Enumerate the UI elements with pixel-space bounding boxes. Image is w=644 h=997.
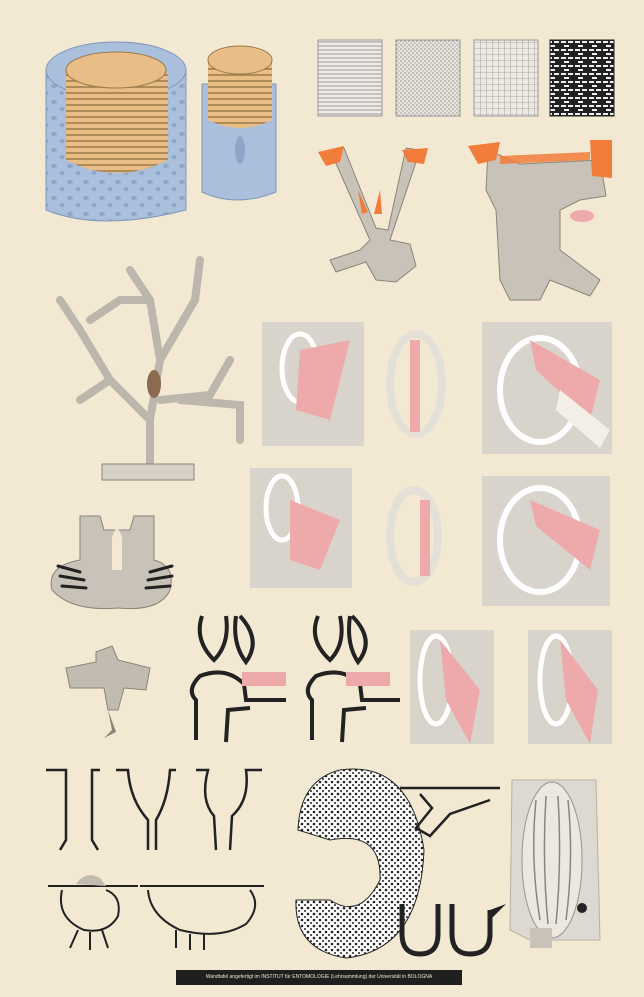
valve-muscle-1 — [242, 672, 286, 686]
muscle-panel-1 — [262, 322, 364, 446]
spiracle-blob — [76, 875, 106, 886]
cuticle-texture-samples — [318, 40, 614, 116]
branching-tracheole — [60, 260, 240, 470]
gland-section-left — [318, 146, 428, 282]
plate-caption: Wandtafel angefertigt im INSTITUT für EN… — [176, 970, 462, 985]
u-tubes — [402, 904, 490, 954]
small-grey-section — [66, 646, 150, 738]
u-tube-tip — [490, 904, 506, 918]
valve-muscle-2 — [346, 672, 390, 686]
spiracle-profiles — [46, 770, 262, 850]
spiracle-sections-lower — [48, 886, 264, 950]
muscle-panel-2 — [384, 330, 446, 442]
gland-section-right — [468, 140, 612, 300]
muscle-panel-8 — [528, 630, 612, 744]
striated-organ-panel — [510, 780, 600, 948]
organ-cross-section — [51, 516, 172, 609]
muscle-panel-7 — [410, 630, 494, 744]
shelf-drawing — [400, 788, 500, 836]
muscle-panel-5 — [390, 490, 438, 582]
muscle-panel-3 — [482, 322, 612, 454]
dotted-chamber — [296, 769, 424, 958]
tracheal-tube-small — [202, 46, 276, 200]
muscle-panel-4 — [250, 468, 352, 588]
muscle-panel-6 — [482, 476, 610, 606]
tracheal-tube-cutaway-large — [46, 42, 186, 221]
